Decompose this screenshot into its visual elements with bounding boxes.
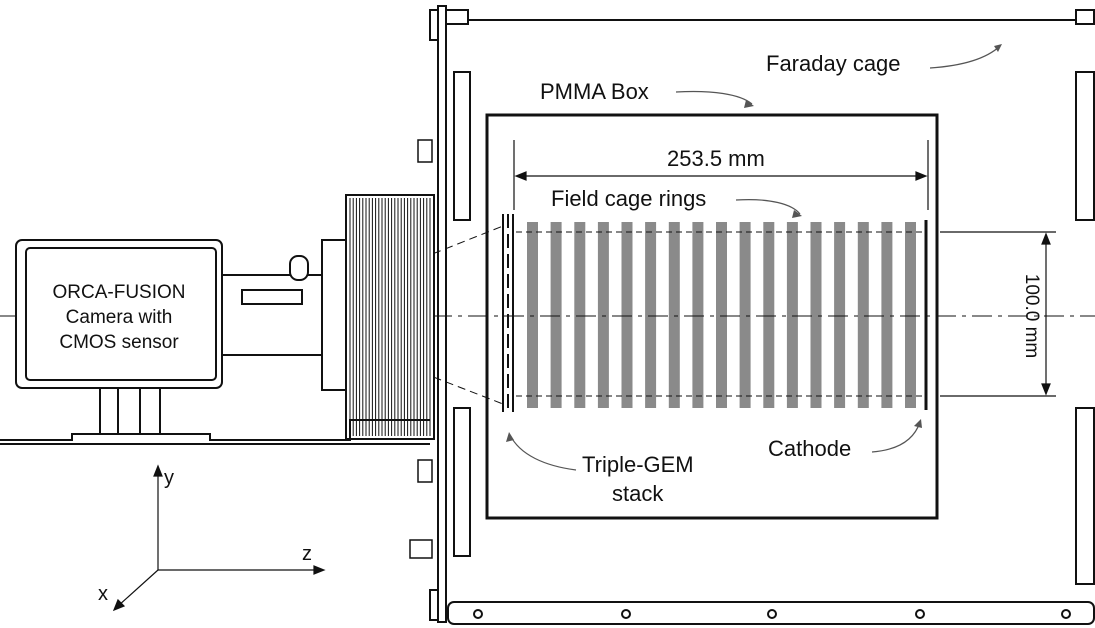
camera-lens-barrel xyxy=(241,289,303,305)
cathode-leader xyxy=(871,421,921,453)
field-cage-ring xyxy=(763,222,775,408)
field-cage-ring xyxy=(574,222,586,408)
faraday-cage-label: Faraday cage xyxy=(766,51,901,76)
coordinate-axes xyxy=(112,464,326,612)
camera xyxy=(15,239,323,435)
gem-leader xyxy=(509,434,577,471)
leader-arrowheads xyxy=(506,44,1002,442)
x-axis-line xyxy=(117,569,159,607)
base-plate xyxy=(0,419,430,445)
camera-label-line1: ORCA-FUSION xyxy=(53,282,186,303)
flange-bolt-bottom xyxy=(429,589,439,621)
camera-body-inner xyxy=(25,247,217,381)
triple-gem-label-line2: stack xyxy=(612,481,664,506)
field-cage-ring xyxy=(692,222,704,408)
cathode-label: Cathode xyxy=(768,436,851,461)
lens-knob xyxy=(289,255,309,281)
bracket-right-bottom xyxy=(1075,407,1095,585)
axis-y-label: y xyxy=(164,467,174,489)
bracket-right-top xyxy=(1075,71,1095,221)
bottom-rail xyxy=(447,601,1095,625)
axis-x-label: x xyxy=(98,583,108,605)
camera-mount-post xyxy=(99,387,161,435)
field-cage-ring xyxy=(905,222,916,408)
field-cage-ring xyxy=(857,222,869,408)
axis-z-label: z xyxy=(302,543,312,565)
field-cage-rings-label: Field cage rings xyxy=(551,186,706,211)
camera-label-line3: CMOS sensor xyxy=(59,332,179,353)
bracket-left-top xyxy=(453,71,471,221)
field-cage-ring xyxy=(739,222,751,408)
camera-label-line2: Camera with xyxy=(66,307,173,328)
pmma-leader xyxy=(675,90,753,105)
field-cage-ring xyxy=(645,222,657,408)
length-dimension-label: 253.5 mm xyxy=(667,146,765,171)
drift-region-lines xyxy=(516,231,922,397)
field-cage-rings xyxy=(527,222,916,408)
triple-gem-label-line1: Triple-GEM xyxy=(582,452,694,477)
field-cage-ring xyxy=(550,222,562,408)
field-cage-ring xyxy=(786,222,798,408)
triple-gem-stack xyxy=(502,214,514,412)
faraday-leader xyxy=(929,45,1001,69)
field-cage-ring xyxy=(834,222,846,408)
pmma-box-label: PMMA Box xyxy=(540,79,649,104)
field-cage-ring xyxy=(881,222,893,408)
faraday-cage-top-clip-right xyxy=(1075,9,1095,25)
lens-bellows xyxy=(321,194,435,440)
faraday-cage-top-clip xyxy=(445,9,469,25)
length-dimension xyxy=(513,140,929,210)
field-cage-ring xyxy=(597,222,609,408)
height-dimension-label: 100.0 mm xyxy=(1021,274,1042,358)
faraday-cage-flange xyxy=(437,5,447,623)
faraday-cage xyxy=(429,5,1095,625)
bellows-ribs xyxy=(349,198,431,436)
field-cage-ring xyxy=(621,222,633,408)
camera-lens-mount xyxy=(221,274,323,356)
field-cage-ring xyxy=(716,222,727,408)
rail-holes xyxy=(473,609,1071,619)
height-dimension xyxy=(940,231,1056,397)
rings-leader xyxy=(735,199,801,215)
bracket-left-bottom xyxy=(453,407,471,557)
field-cage-ring xyxy=(668,222,680,408)
field-cage-ring xyxy=(527,222,538,408)
flange-bolt-top xyxy=(429,9,439,41)
field-cage-ring xyxy=(810,222,822,408)
